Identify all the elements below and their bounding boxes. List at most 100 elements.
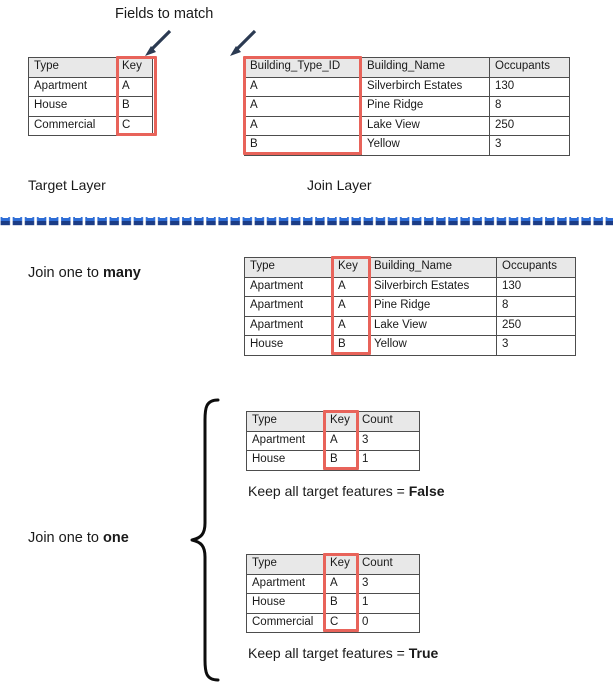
- arrow-down-left-icon-target: [140, 28, 180, 58]
- cell-type: Apartment: [246, 573, 325, 594]
- arrow-down-left-icon-join: [225, 28, 265, 58]
- column-header-type: Type: [246, 554, 325, 575]
- cell-key: B: [324, 450, 357, 471]
- keep-all-target-features-true-label: Keep all target features = True: [248, 645, 438, 661]
- cell-key: A: [324, 573, 357, 594]
- cell-building-type-id: A: [244, 115, 362, 136]
- cell-type: Apartment: [244, 315, 333, 336]
- keep-true-prefix: Keep all target features =: [248, 645, 409, 661]
- keep-true-emph: True: [408, 645, 439, 661]
- one-to-one-true-table: Type Key Count Apartment A 3 House B 1 C…: [246, 554, 420, 633]
- table-header-row: Type Key: [28, 57, 153, 78]
- target-layer-table-wrap: Type Key Apartment A House B Commercial …: [28, 57, 153, 136]
- table-row: House B: [28, 96, 153, 117]
- cell-type: Commercial: [246, 612, 325, 633]
- cell-count: 1: [356, 593, 420, 614]
- cell-building-type-id: A: [244, 76, 362, 97]
- target-layer-caption: Target Layer: [28, 177, 106, 193]
- cell-key: A: [332, 296, 369, 317]
- curly-brace-icon: [188, 398, 224, 682]
- cell-type: Apartment: [244, 276, 333, 297]
- cell-key: A: [116, 76, 153, 97]
- cell-occupants: 8: [489, 96, 570, 117]
- cell-count: 3: [356, 573, 420, 594]
- keep-all-target-features-false-label: Keep all target features = False: [248, 483, 445, 499]
- cell-occupants: 250: [489, 115, 570, 136]
- cell-type: House: [244, 335, 333, 356]
- cell-occupants: 130: [496, 276, 576, 297]
- one-to-one-false-table: Type Key Count Apartment A 3 House B 1: [246, 411, 420, 471]
- table-row: Apartment A 3: [246, 430, 420, 451]
- cell-building-name: Lake View: [361, 115, 490, 136]
- cell-building-name: Silverbirch Estates: [368, 276, 497, 297]
- cell-building-name: Silverbirch Estates: [361, 76, 490, 97]
- keep-false-emph: False: [408, 483, 445, 499]
- column-header-occupants: Occupants: [496, 257, 576, 278]
- cell-key: C: [324, 612, 357, 633]
- cell-building-name: Yellow: [368, 335, 497, 356]
- cell-occupants: 8: [496, 296, 576, 317]
- table-row: A Pine Ridge 8: [244, 96, 570, 117]
- cell-type: Apartment: [28, 76, 117, 97]
- table-row: House B Yellow 3: [244, 335, 576, 356]
- join-one-to-many-label: Join one to many: [28, 265, 141, 281]
- table-row: Commercial C: [28, 115, 153, 136]
- join-one-to-one-prefix: Join one to: [28, 530, 103, 546]
- column-header-key: Key: [332, 257, 369, 278]
- cell-key: B: [116, 96, 153, 117]
- cell-occupants: 250: [496, 315, 576, 336]
- table-row: Apartment A Pine Ridge 8: [244, 296, 576, 317]
- column-header-type: Type: [28, 57, 117, 78]
- table-row: Apartment A: [28, 76, 153, 97]
- table-row: Commercial C 0: [246, 612, 420, 633]
- keep-false-prefix: Keep all target features =: [248, 483, 409, 499]
- table-row: A Lake View 250: [244, 115, 570, 136]
- table-header-row: Building_Type_ID Building_Name Occupants: [244, 57, 570, 78]
- cell-key: A: [332, 276, 369, 297]
- cell-count: 3: [356, 430, 420, 451]
- table-header-row: Type Key Count: [246, 411, 420, 432]
- column-header-building-name: Building_Name: [361, 57, 490, 78]
- cell-building-type-id: A: [244, 96, 362, 117]
- table-row: House B 1: [246, 450, 420, 471]
- cell-type: House: [28, 96, 117, 117]
- one-to-one-true-table-wrap: Type Key Count Apartment A 3 House B 1 C…: [246, 554, 420, 633]
- join-one-to-one-label: Join one to one: [28, 530, 129, 546]
- one-to-many-table: Type Key Building_Name Occupants Apartme…: [244, 257, 576, 356]
- join-one-to-many-emph: many: [102, 265, 141, 281]
- cell-type: Apartment: [246, 430, 325, 451]
- cell-occupants: 3: [489, 135, 570, 156]
- table-header-row: Type Key Building_Name Occupants: [244, 257, 576, 278]
- join-layer-caption: Join Layer: [307, 177, 372, 193]
- column-header-key: Key: [324, 554, 357, 575]
- column-header-count: Count: [356, 411, 420, 432]
- cell-key: A: [332, 315, 369, 336]
- cell-count: 1: [356, 450, 420, 471]
- column-header-occupants: Occupants: [489, 57, 570, 78]
- column-header-count: Count: [356, 554, 420, 575]
- join-layer-table: Building_Type_ID Building_Name Occupants…: [244, 57, 570, 156]
- cell-type: House: [246, 450, 325, 471]
- cell-count: 0: [356, 612, 420, 633]
- cell-type: House: [246, 593, 325, 614]
- table-row: Apartment A Silverbirch Estates 130: [244, 276, 576, 297]
- cell-key: B: [324, 593, 357, 614]
- fields-to-match-label: Fields to match: [115, 6, 214, 22]
- cell-key: A: [324, 430, 357, 451]
- column-header-building-name: Building_Name: [368, 257, 497, 278]
- table-row: B Yellow 3: [244, 135, 570, 156]
- cell-building-name: Yellow: [361, 135, 490, 156]
- dashed-divider-icon: [0, 216, 613, 230]
- join-layer-table-wrap: Building_Type_ID Building_Name Occupants…: [244, 57, 570, 156]
- cell-type: Apartment: [244, 296, 333, 317]
- one-to-many-table-wrap: Type Key Building_Name Occupants Apartme…: [244, 257, 576, 356]
- column-header-key: Key: [324, 411, 357, 432]
- target-layer-table: Type Key Apartment A House B Commercial …: [28, 57, 153, 136]
- cell-building-name: Pine Ridge: [361, 96, 490, 117]
- table-row: A Silverbirch Estates 130: [244, 76, 570, 97]
- table-row: Apartment A 3: [246, 573, 420, 594]
- column-header-building-type-id: Building_Type_ID: [244, 57, 362, 78]
- column-header-key: Key: [116, 57, 153, 78]
- table-row: House B 1: [246, 593, 420, 614]
- table-row: Apartment A Lake View 250: [244, 315, 576, 336]
